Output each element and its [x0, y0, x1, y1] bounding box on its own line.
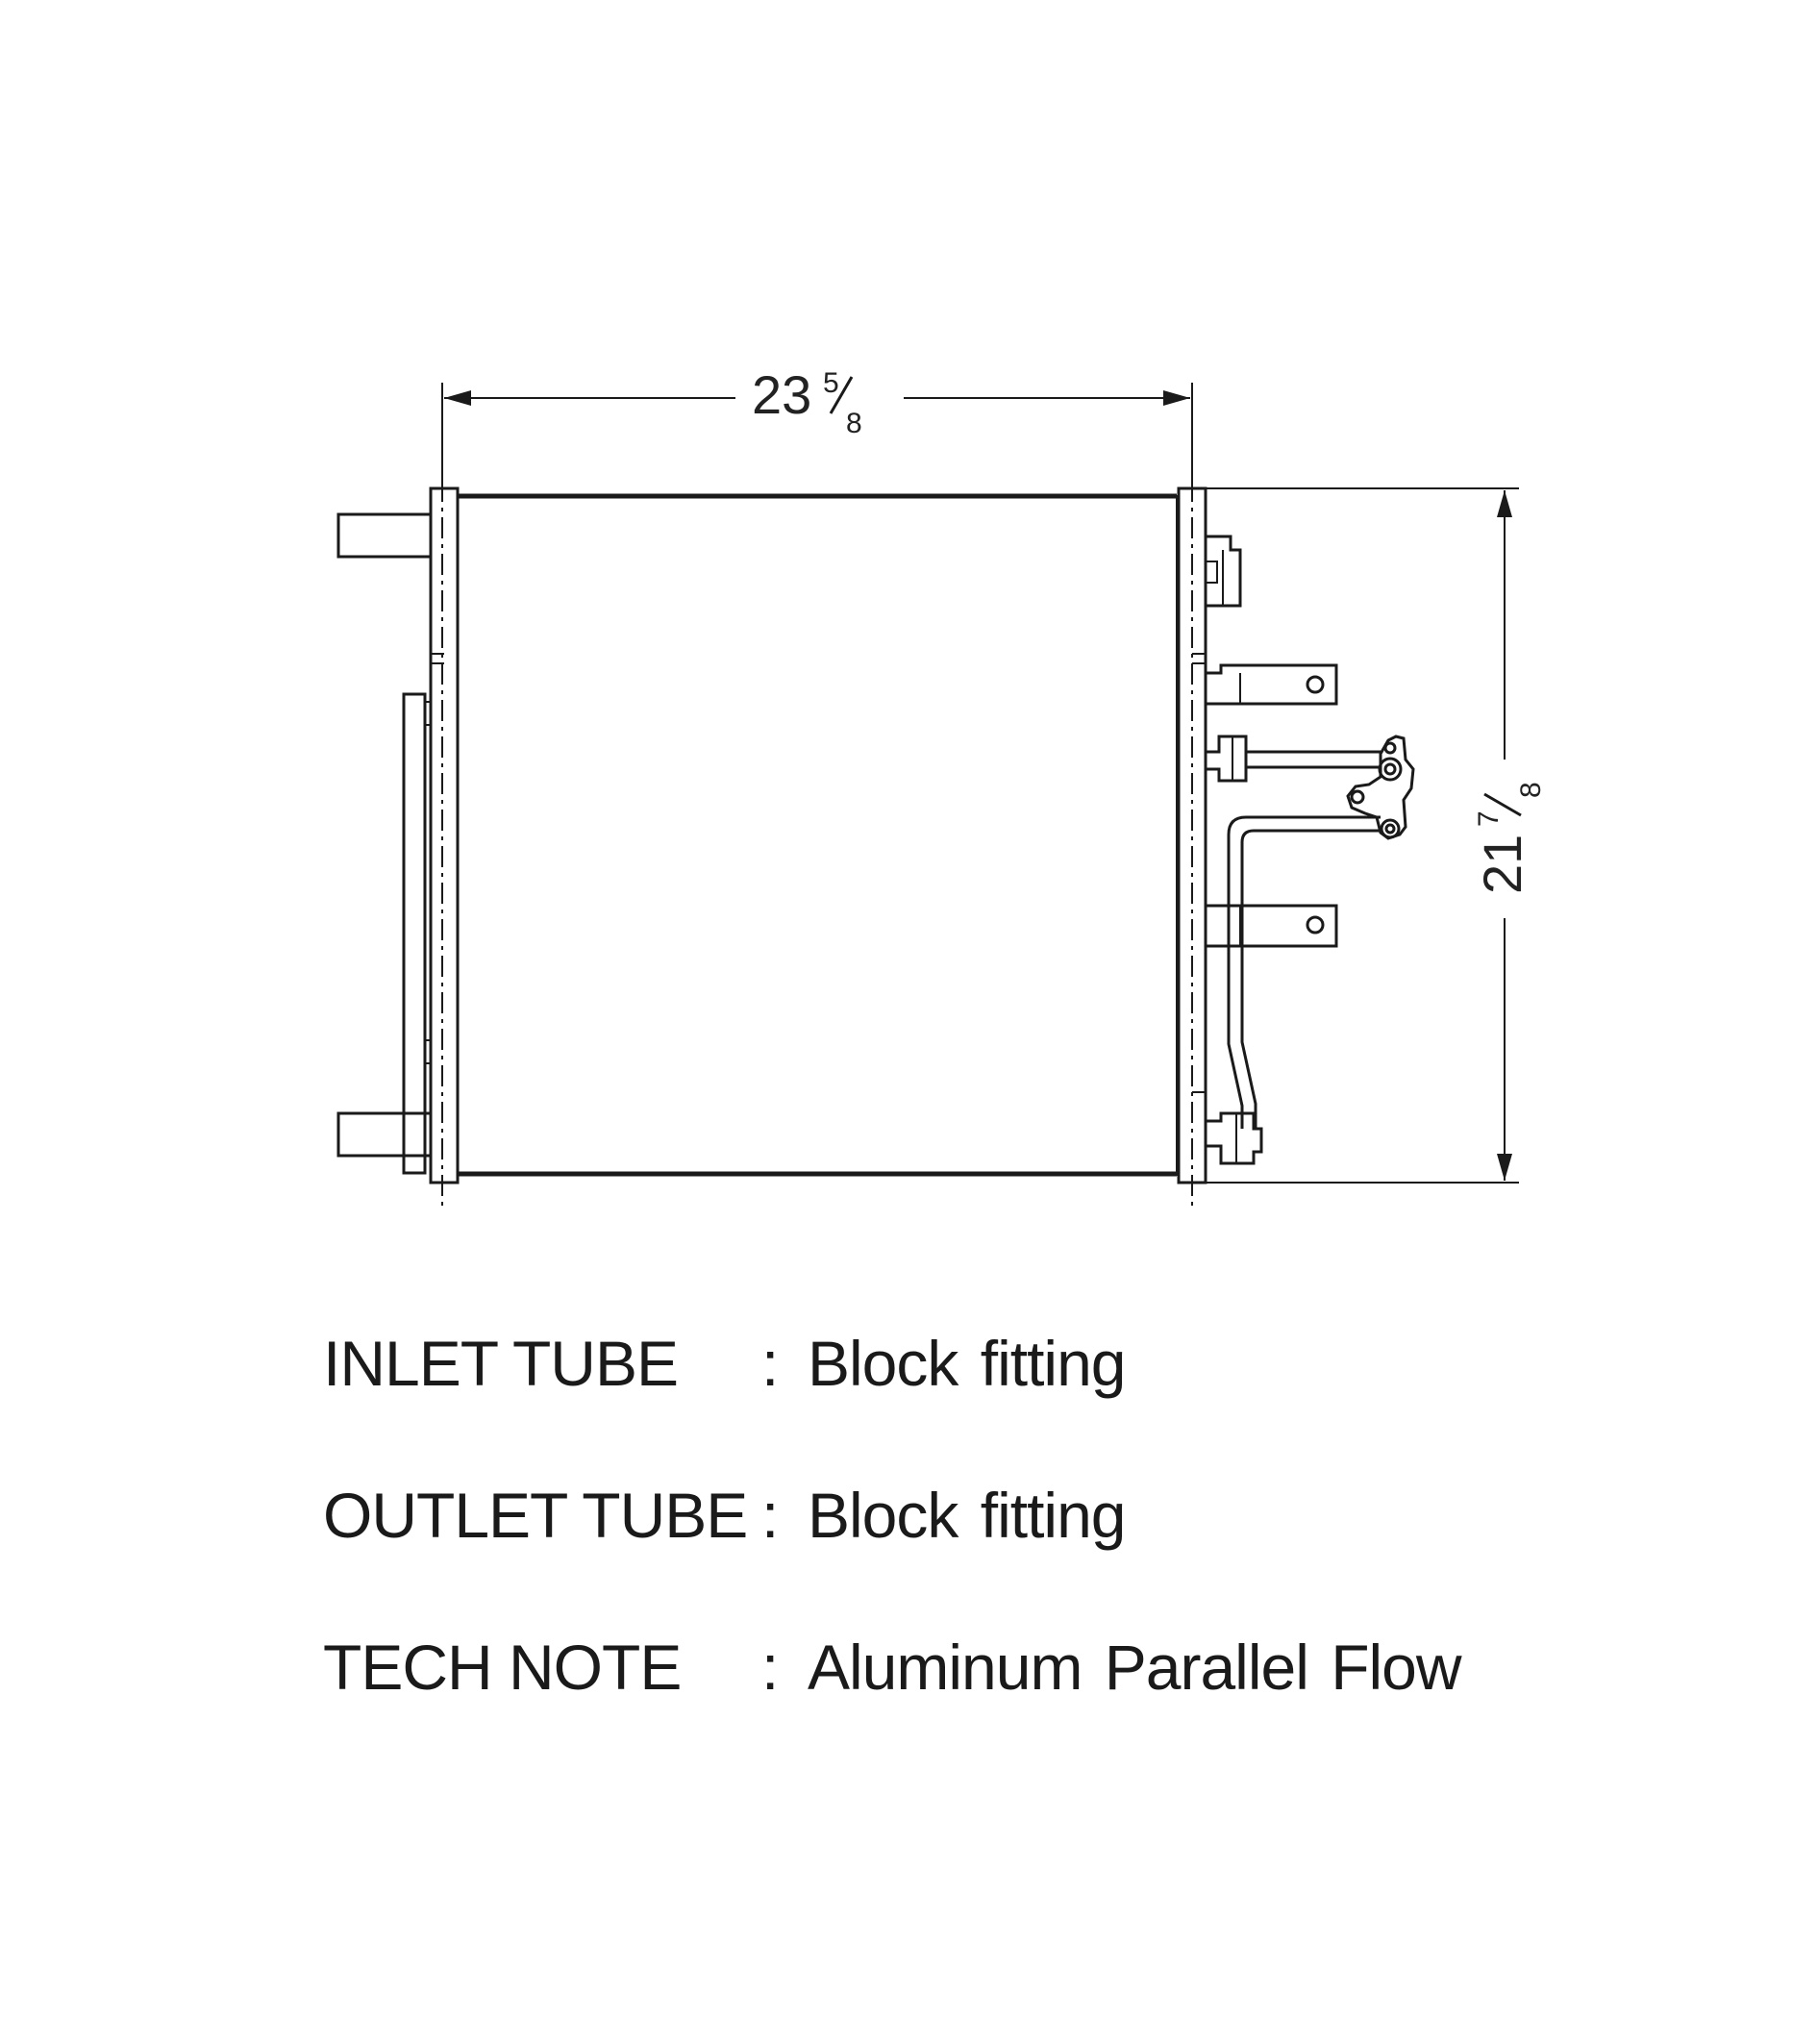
spec-value-inlet: Block fitting: [808, 1328, 1126, 1399]
lower-bracket-body: [1206, 904, 1338, 948]
fitting-hole-side: [1350, 789, 1365, 805]
fitting-hole-main-inner: [1383, 762, 1397, 776]
inlet-coupling: [1206, 735, 1248, 783]
width-arrow-left: [444, 390, 471, 406]
left-tank-body: [429, 486, 460, 1184]
fitting-hole-lower: [1380, 818, 1401, 839]
left-top-bracket: [336, 512, 433, 559]
spec-list: INLET TUBE : Block fitting OUTLET TUBE :…: [323, 1327, 1462, 1782]
fitting-hole-main: [1378, 757, 1403, 782]
top-clip-hook: [1206, 561, 1218, 584]
height-arrow-top: [1497, 490, 1512, 517]
left-rail-tab-bottom: [424, 1039, 432, 1064]
outlet-coupling-body: [1206, 1111, 1263, 1165]
spec-row-outlet: OUTLET TUBE : Block fitting: [323, 1479, 1461, 1631]
upper-bracket-body: [1206, 663, 1338, 706]
upper-mount-bracket: [1206, 663, 1338, 706]
spec-value-outlet: Block fitting: [808, 1480, 1126, 1551]
spec-label-outlet: OUTLET TUBE: [323, 1480, 748, 1551]
width-dim-whole: 23: [752, 364, 811, 425]
outlet-tube-outer: [1227, 815, 1381, 1129]
spec-value-tech-note: Aluminum Parallel Flow: [808, 1632, 1462, 1703]
outlet-coupling: [1206, 1111, 1263, 1165]
left-tank: [336, 481, 460, 1209]
width-dim-fraction-slash: [829, 376, 854, 414]
left-rail-tab-top: [424, 701, 432, 726]
lower-bracket-hole: [1306, 915, 1325, 935]
condenser-drawing: 23 5 8 21 7 8: [336, 364, 1547, 1209]
left-side-rail: [402, 692, 427, 1175]
height-dim-whole: 21: [1472, 835, 1532, 894]
fitting-hole-top: [1383, 741, 1397, 755]
width-dim-denominator: 8: [846, 408, 862, 439]
spec-colon-outlet: :: [761, 1480, 779, 1551]
upper-bracket-hole: [1306, 675, 1325, 694]
right-tank: [1177, 481, 1207, 1209]
width-arrow-right: [1163, 390, 1190, 406]
spec-label-tech-note: TECH NOTE: [323, 1632, 682, 1703]
top-mount-clip: [1206, 535, 1242, 608]
lower-mount-bracket: [1206, 904, 1338, 948]
height-dimension: 21 7 8: [1207, 487, 1547, 1184]
width-dim-numerator: 5: [823, 367, 839, 399]
height-arrow-bottom: [1497, 1154, 1512, 1181]
fitting-hole-lower-inner: [1384, 823, 1396, 835]
spec-row-tech-note: TECH NOTE : Aluminum Parallel Flow: [323, 1631, 1462, 1782]
core-panel: [457, 495, 1178, 1176]
spec-row-inlet: INLET TUBE : Block fitting: [323, 1327, 1461, 1479]
condenser-core: [457, 493, 1178, 1177]
spec-colon-tech-note: :: [761, 1632, 779, 1703]
outlet-tube-inner: [1240, 829, 1381, 1129]
height-dim-denominator: 8: [1515, 782, 1547, 798]
height-dim-fraction-slash: [1483, 792, 1522, 817]
width-dimension: 23 5 8: [441, 364, 1193, 481]
spec-label-inlet: INLET TUBE: [323, 1328, 679, 1399]
top-clip-body: [1206, 535, 1242, 608]
left-bottom-bracket: [336, 1111, 433, 1158]
height-dim-numerator: 7: [1473, 810, 1505, 827]
spec-colon-inlet: :: [761, 1328, 779, 1399]
block-fitting-assembly: [1206, 735, 1415, 1129]
